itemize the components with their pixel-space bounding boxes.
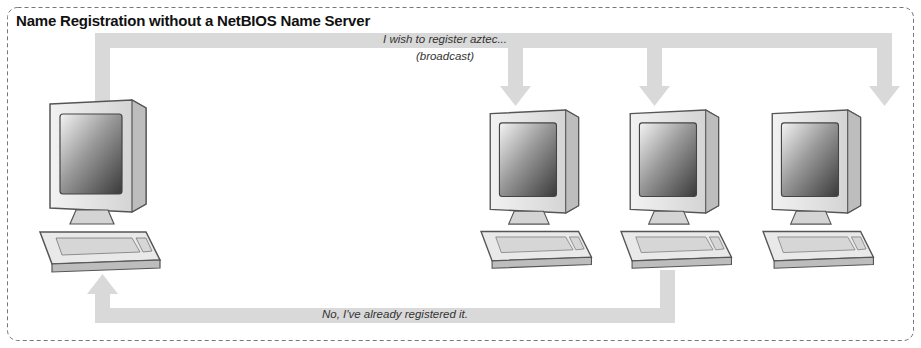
arrow-label: I wish to register aztec... [383, 33, 507, 45]
arrow-label: (broadcast) [416, 50, 474, 62]
computer [40, 100, 160, 272]
computer [481, 110, 591, 268]
arrow-label: No, I've already registered it. [322, 308, 468, 320]
diagram-title: Name Registration without a NetBIOS Name… [16, 12, 370, 29]
reply-arrow [87, 270, 675, 323]
broadcast-arrow [95, 33, 900, 106]
computer [763, 110, 873, 268]
computer [621, 110, 731, 268]
dashed-frame [8, 8, 914, 341]
